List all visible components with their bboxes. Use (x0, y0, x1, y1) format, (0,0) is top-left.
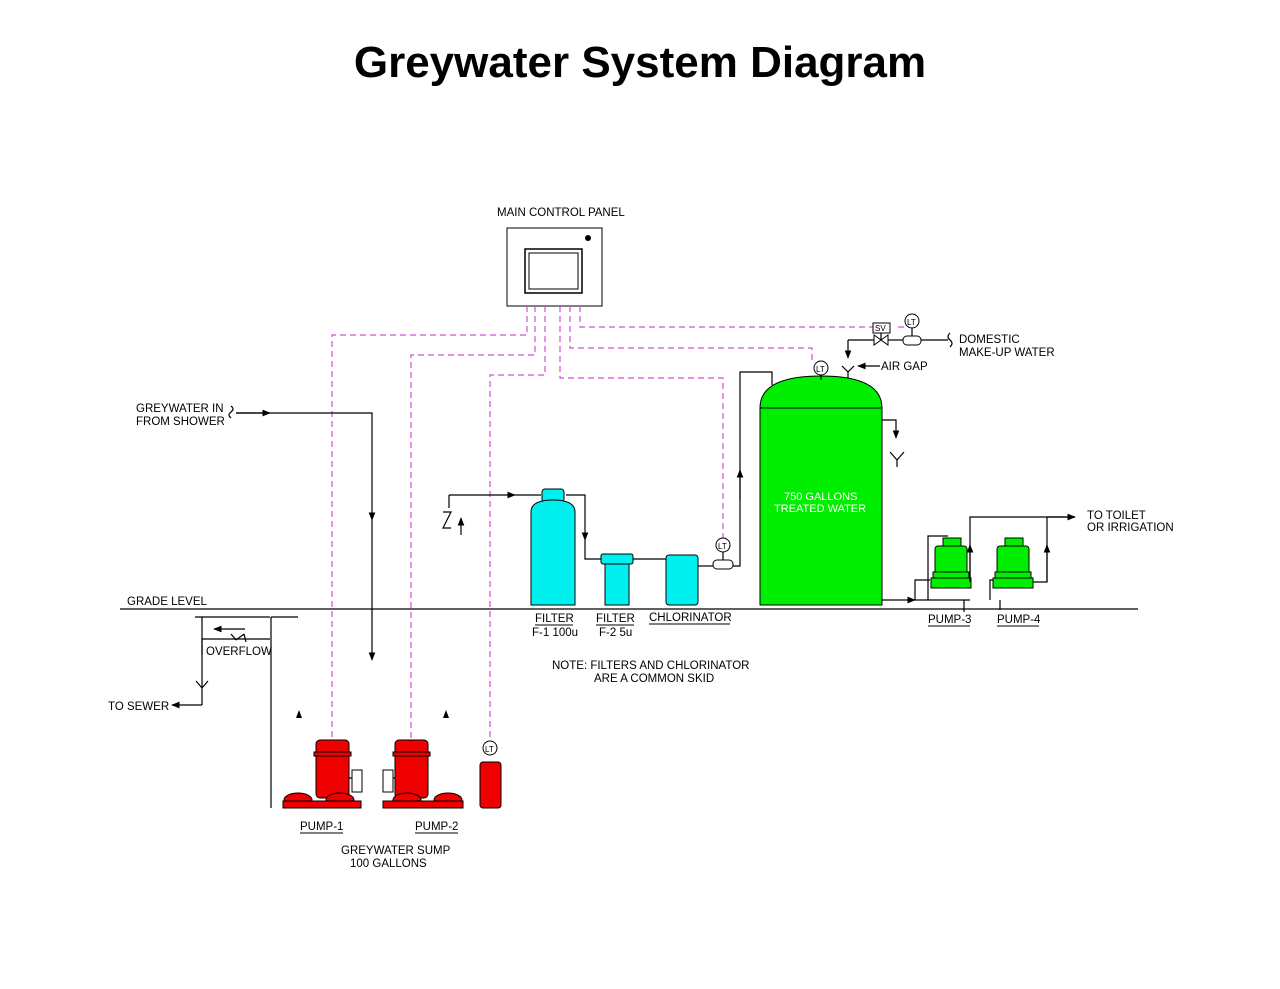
svg-text:LT: LT (718, 542, 727, 551)
pump-4 (992, 537, 1034, 589)
greywater-in-label-2: FROM SHOWER (136, 416, 225, 428)
grade-level-label: GRADE LEVEL (127, 596, 207, 608)
chlorinator-label: CHLORINATOR (649, 612, 732, 624)
air-gap-label: AIR GAP (881, 361, 928, 373)
pump-1-label: PUMP-1 (300, 821, 343, 833)
flow-sensor-lt: LT (712, 537, 734, 570)
diagram-title: Greywater System Diagram (353, 38, 927, 87)
tank-label-2: TREATED WATER (774, 503, 866, 515)
domestic-label-1: DOMESTIC (959, 334, 1020, 346)
overflow-label: OVERFLOW (206, 646, 272, 658)
treated-water-tank: 750 GALLONS TREATED WATER (759, 375, 883, 606)
greywater-in-label: GREYWATER IN (136, 403, 224, 415)
to-sewer-label: TO SEWER (108, 701, 169, 713)
pump-2 (382, 739, 464, 809)
filter-f1 (530, 488, 576, 606)
filter-f1-spec: F-1 100u (532, 627, 578, 639)
panel-indicator-icon (585, 235, 591, 241)
tank-label-1: 750 GALLONS (784, 491, 857, 503)
sump-level-sensor: LT (479, 740, 502, 809)
domestic-flow-sensor: LT (902, 313, 922, 346)
pump-1 (282, 739, 363, 809)
svg-text:LT: LT (907, 318, 916, 327)
domestic-label-2: MAKE-UP WATER (959, 347, 1055, 359)
pump-3 (930, 537, 972, 589)
pump-3-label: PUMP-3 (928, 614, 971, 626)
sump-capacity-label: 100 GALLONS (350, 858, 427, 870)
svg-text:SV: SV (875, 324, 886, 333)
svg-text:LT: LT (816, 365, 825, 374)
sump-label: GREYWATER SUMP (341, 845, 451, 857)
tank-level-sensor: LT (813, 360, 829, 380)
pump-2-label: PUMP-2 (415, 821, 458, 833)
to-toilet-label-2: OR IRRIGATION (1087, 522, 1174, 534)
control-signal-lines (331, 306, 913, 742)
filter-f1-label: FILTER (535, 613, 574, 625)
main-control-panel (506, 227, 603, 307)
filter-f2-spec: F-2 5u (599, 627, 632, 639)
filter-f2 (600, 553, 634, 606)
solenoid-valve: SV (872, 322, 891, 346)
chlorinator (665, 554, 699, 606)
svg-text:LT: LT (485, 745, 494, 754)
to-toilet-label-1: TO TOILET (1087, 510, 1146, 522)
filter-f2-label: FILTER (596, 613, 635, 625)
pump-4-label: PUMP-4 (997, 614, 1041, 626)
note-line-1: NOTE: FILTERS AND CHLORINATOR (552, 660, 749, 672)
note-line-2: ARE A COMMON SKID (594, 673, 714, 685)
control-panel-label: MAIN CONTROL PANEL (497, 207, 625, 219)
